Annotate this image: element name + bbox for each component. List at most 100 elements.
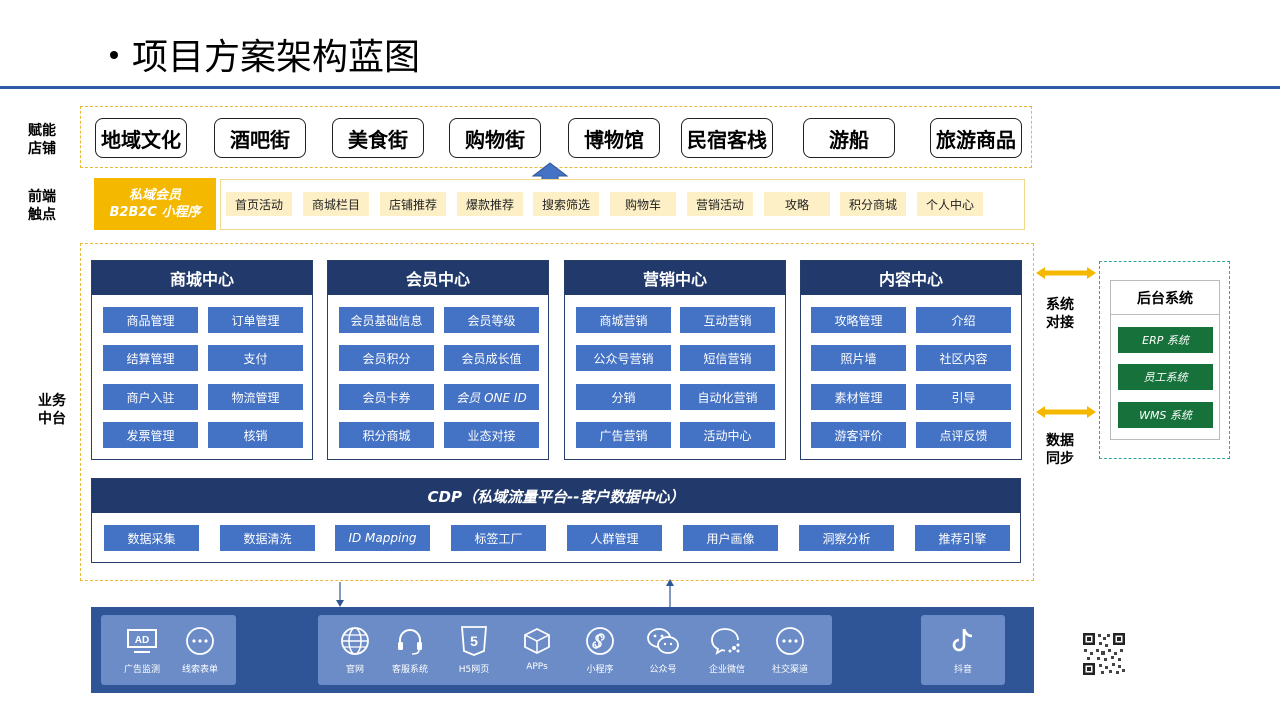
channel-h5: 5 H5网页 — [444, 624, 504, 675]
title-bullet — [110, 51, 118, 59]
shop-5: 民宿客栈 — [681, 118, 773, 158]
module: 发票管理 — [103, 422, 198, 448]
channel-douyin: 抖音 — [933, 624, 993, 675]
cdp-module: 人群管理 — [567, 525, 662, 551]
channel-label: 小程序 — [586, 665, 614, 675]
channel-website: 官网 — [325, 624, 385, 675]
front-item-4: 搜索筛选 — [533, 192, 599, 216]
channel-label: 公众号 — [649, 665, 677, 675]
module: 商品管理 — [103, 307, 198, 333]
module: 业态对接 — [444, 422, 539, 448]
front-item-9: 个人中心 — [917, 192, 983, 216]
module: 素材管理 — [811, 384, 906, 410]
label-empower: 赋能 店铺 — [28, 122, 56, 158]
module: 广告营销 — [576, 422, 671, 448]
up-small-arrow-icon — [666, 579, 674, 607]
social-dots-icon — [776, 627, 804, 655]
channel-label: 客服系统 — [391, 665, 428, 675]
front-item-1: 商城栏目 — [303, 192, 369, 216]
front-item-0: 首页活动 — [226, 192, 292, 216]
module: 会员卡券 — [339, 384, 434, 410]
backend-system-erp: ERP 系统 — [1118, 327, 1213, 353]
channel-label: APPs — [526, 662, 548, 672]
channel-label: 社交渠道 — [771, 665, 808, 675]
center-title: 营销中心 — [565, 261, 785, 295]
page-title: 项目方案架构蓝图 — [110, 28, 420, 80]
module: 介绍 — [916, 307, 1011, 333]
module: 物流管理 — [208, 384, 303, 410]
channel-label: 线索表单 — [181, 665, 218, 675]
channel-form: 线索表单 — [170, 624, 230, 675]
wechat-icon — [647, 628, 679, 654]
module: 社区内容 — [916, 345, 1011, 371]
module: 会员 ONE ID — [444, 384, 539, 410]
channel-panel-douyin — [921, 615, 1005, 685]
module: 会员积分 — [339, 345, 434, 371]
html5-icon: 5 — [461, 626, 487, 656]
module: 订单管理 — [208, 307, 303, 333]
label-front-line1: 前端 — [28, 189, 56, 205]
business-platform-container — [80, 243, 1034, 581]
double-arrow-icon — [1036, 267, 1096, 279]
label-business-line2: 中台 — [38, 411, 66, 427]
label-empower-line2: 店铺 — [28, 141, 56, 157]
center-title: 内容中心 — [801, 261, 1021, 295]
module: 照片墙 — [811, 345, 906, 371]
label-data-sync-line2: 同步 — [1046, 451, 1074, 467]
cdp-module: 数据清洗 — [220, 525, 315, 551]
label-data-sync-line1: 数据 — [1046, 433, 1074, 449]
headset-icon — [398, 629, 422, 655]
label-sys-link: 系统 对接 — [1046, 296, 1074, 332]
ad-icon: AD — [127, 629, 157, 653]
cdp-module: 标签工厂 — [451, 525, 546, 551]
channel-ad: AD 广告监测 — [112, 624, 172, 675]
module: 会员成长值 — [444, 345, 539, 371]
module: 公众号营销 — [576, 345, 671, 371]
channel-wecom: 企业微信 — [697, 624, 757, 675]
front-item-2: 店铺推荐 — [380, 192, 446, 216]
module: 攻略管理 — [811, 307, 906, 333]
svg-text:5: 5 — [470, 633, 478, 649]
module: 结算管理 — [103, 345, 198, 371]
module: 活动中心 — [680, 422, 775, 448]
backend-system-staff: 员工系统 — [1118, 364, 1213, 390]
page-title-text: 项目方案架构蓝图 — [132, 37, 421, 78]
channel-label: H5网页 — [458, 665, 490, 675]
channel-label: 官网 — [345, 665, 364, 675]
cdp-module: 推荐引擎 — [915, 525, 1010, 551]
label-sys-link-line2: 对接 — [1046, 315, 1074, 331]
double-arrow-icon — [1036, 406, 1096, 418]
shop-7: 旅游商品 — [930, 118, 1022, 158]
cdp-module: 用户画像 — [683, 525, 778, 551]
shop-0: 地域文化 — [95, 118, 187, 158]
channel-label: 企业微信 — [708, 665, 745, 675]
label-front-line2: 触点 — [28, 207, 56, 223]
mini-program-line1: 私域会员 — [128, 188, 181, 203]
mini-program-icon — [586, 627, 614, 655]
channel-label: 抖音 — [953, 665, 972, 675]
wecom-icon — [711, 628, 740, 655]
backend-system-wms: WMS 系统 — [1118, 402, 1213, 428]
channel-panel-ads — [101, 615, 236, 685]
label-sys-link-line1: 系统 — [1046, 297, 1074, 313]
cube-icon — [524, 627, 550, 655]
cdp-module: ID Mapping — [335, 525, 430, 551]
mini-program-box: 私域会员 B2B2C 小程序 — [94, 178, 216, 230]
module: 支付 — [208, 345, 303, 371]
svg-text:AD: AD — [135, 635, 149, 646]
channel-label: 广告监测 — [123, 665, 160, 675]
douyin-icon — [952, 628, 973, 652]
label-data-sync: 数据 同步 — [1046, 432, 1074, 468]
channel-official-account: 公众号 — [633, 624, 693, 675]
front-item-5: 购物车 — [610, 192, 676, 216]
module: 点评反馈 — [916, 422, 1011, 448]
channel-miniprogram: 小程序 — [570, 624, 630, 675]
module: 商户入驻 — [103, 384, 198, 410]
shop-6: 游船 — [803, 118, 895, 158]
globe-icon — [341, 627, 369, 655]
module: 分销 — [576, 384, 671, 410]
form-dots-icon — [186, 627, 214, 655]
module: 会员等级 — [444, 307, 539, 333]
center-title: 会员中心 — [328, 261, 548, 295]
module: 会员基础信息 — [339, 307, 434, 333]
